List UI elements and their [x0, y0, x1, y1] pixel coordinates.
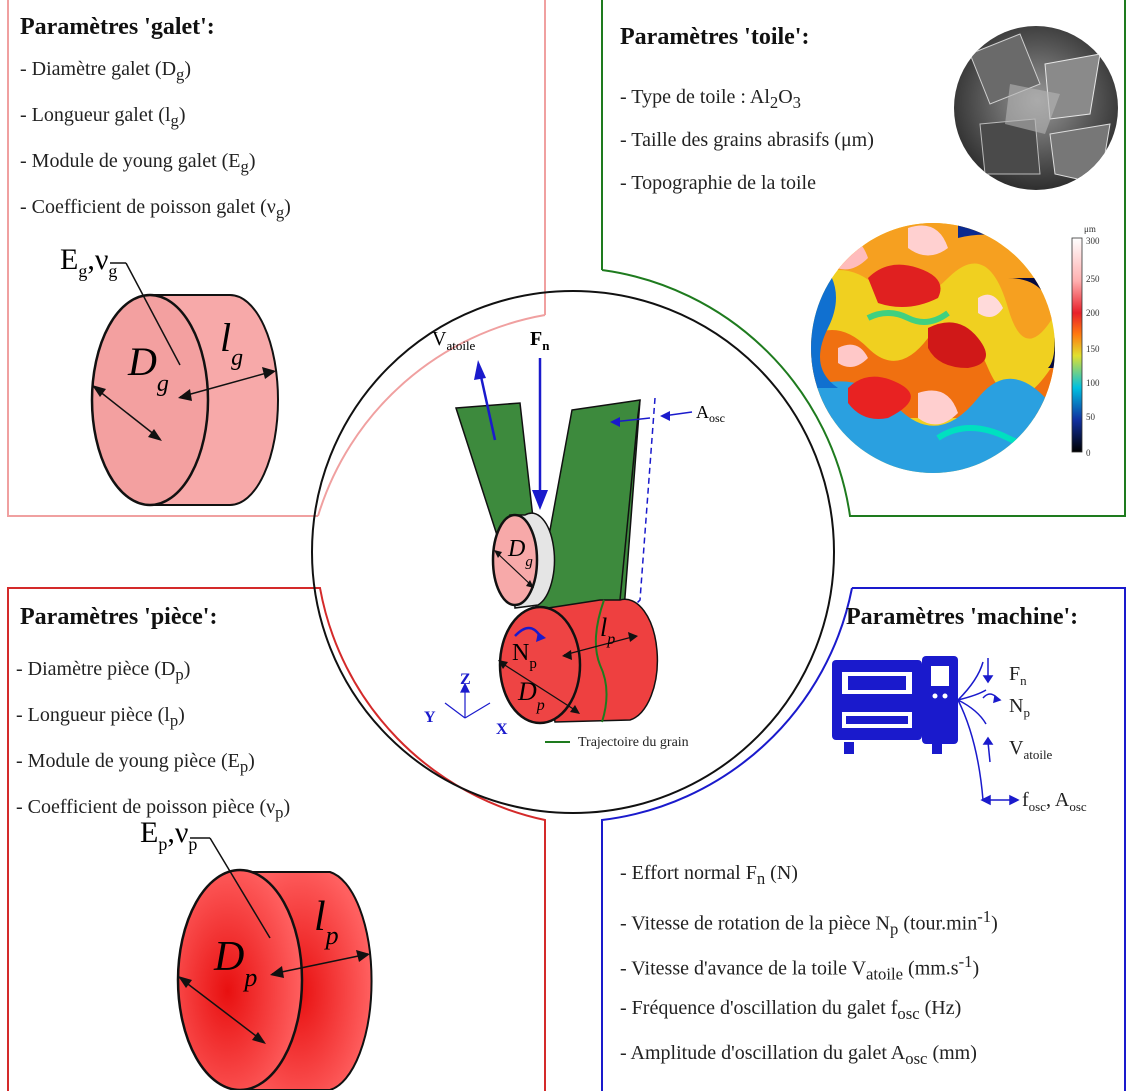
scale-tick: 150: [1086, 344, 1100, 354]
machine-item: - Vitesse de rotation de la pièce Np (to…: [620, 907, 998, 939]
piece-face: [176, 868, 304, 1090]
scale-tick: 100: [1086, 378, 1100, 388]
galet-item: - Module de young galet (Eg): [20, 150, 256, 176]
piece-item: - Coefficient de poisson pièce (νp): [16, 796, 291, 822]
machine-list: - Effort normal Fn (N) - Vitesse de rota…: [620, 862, 998, 1087]
center-label-Dg: Dg: [507, 536, 533, 570]
galet-label-E: Eg,νg: [60, 243, 117, 281]
toile-item: - Topographie de la toile: [620, 172, 816, 194]
toile-panel-border: [601, 0, 1126, 517]
piece-panel-border: [7, 587, 546, 1091]
galet-item: - Coefficient de poisson galet (νg): [20, 196, 291, 222]
machine-item: - Vitesse d'avance de la toile Vatoile (…: [620, 952, 980, 984]
topography-color-scale: [1071, 237, 1083, 453]
scale-tick: 300: [1086, 236, 1100, 246]
grain-sem-image: [954, 26, 1118, 190]
machine-title: Paramètres 'machine':: [846, 604, 1079, 630]
trajectory-legend-label: Trajectoire du grain: [578, 735, 689, 750]
toile-item: - Taille des grains abrasifs (μm): [620, 129, 874, 151]
scale-tick: 200: [1086, 308, 1100, 318]
galet-cylinder-figure: Eg,νg Dg lg: [60, 243, 279, 507]
piece-title: Paramètres 'pièce':: [20, 604, 218, 630]
piece-label-l: lp: [314, 894, 339, 950]
axes-triad: [444, 682, 491, 719]
toile-item: - Type de toile : Al2O3: [620, 86, 801, 112]
galet-item: - Diamètre galet (Dg): [20, 58, 192, 84]
toile-topography-map: μm 300 250 200 150 100 50 0: [811, 223, 1100, 473]
scale-tick: 250: [1086, 274, 1100, 284]
machine-item: - Fréquence d'oscillation du galet fosc …: [620, 997, 962, 1023]
machine-item: - Amplitude d'oscillation du galet Aosc …: [620, 1042, 977, 1068]
axis-z: Z: [460, 671, 471, 688]
legend-Fn: Fn: [1009, 663, 1027, 688]
piece-cylinder-figure: Ep,νp Dp lp: [140, 820, 373, 1090]
galet-label-D: Dg: [127, 339, 169, 397]
toile-title: Paramètres 'toile':: [620, 24, 810, 50]
piece-label-D: Dp: [213, 934, 257, 992]
galet-item: - Longueur galet (lg): [20, 104, 186, 130]
piece-item: - Longueur pièce (lp): [16, 704, 185, 730]
piece-list: - Diamètre pièce (Dp) - Longueur pièce (…: [16, 658, 290, 842]
legend-Np: Np: [1009, 695, 1030, 720]
piece-item: - Module de young pièce (Ep): [16, 750, 255, 776]
center-label-lp: lp: [600, 613, 615, 648]
center-label-Dp: Dp: [517, 677, 545, 714]
piece-label-E: Ep,νp: [140, 820, 197, 854]
center-label-Aosc: Aosc: [696, 402, 725, 425]
piece-item: - Diamètre pièce (Dp): [16, 658, 191, 684]
galet-face: [90, 293, 210, 507]
scale-tick: 50: [1086, 412, 1096, 422]
scale-unit: μm: [1084, 224, 1096, 234]
axis-x: X: [496, 721, 508, 738]
axis-y: Y: [424, 709, 436, 726]
center-label-Np: Np: [512, 640, 537, 672]
center-circle: [311, 290, 835, 814]
machine-figure: Fn Np Vatoile fosc, Aosc: [832, 656, 1087, 814]
machine-icon: [832, 656, 958, 754]
center-label-F: Fn: [530, 328, 550, 353]
galet-label-l: lg: [220, 315, 243, 371]
toile-list: - Type de toile : Al2O3 - Taille des gra…: [620, 86, 874, 215]
scale-tick: 0: [1086, 448, 1091, 458]
center-piece: [498, 605, 582, 725]
center-label-V: Vatoile: [432, 328, 476, 353]
machine-item: - Effort normal Fn (N): [620, 862, 798, 888]
legend-Vatoile: Vatoile: [1009, 737, 1053, 762]
center-galet: [491, 513, 539, 607]
machine-panel-border: [601, 587, 1126, 1091]
galet-list: - Diamètre galet (Dg) - Longueur galet (…: [20, 58, 291, 242]
galet-title: Paramètres 'galet':: [20, 14, 215, 40]
legend-fosc: fosc, Aosc: [1022, 789, 1087, 814]
